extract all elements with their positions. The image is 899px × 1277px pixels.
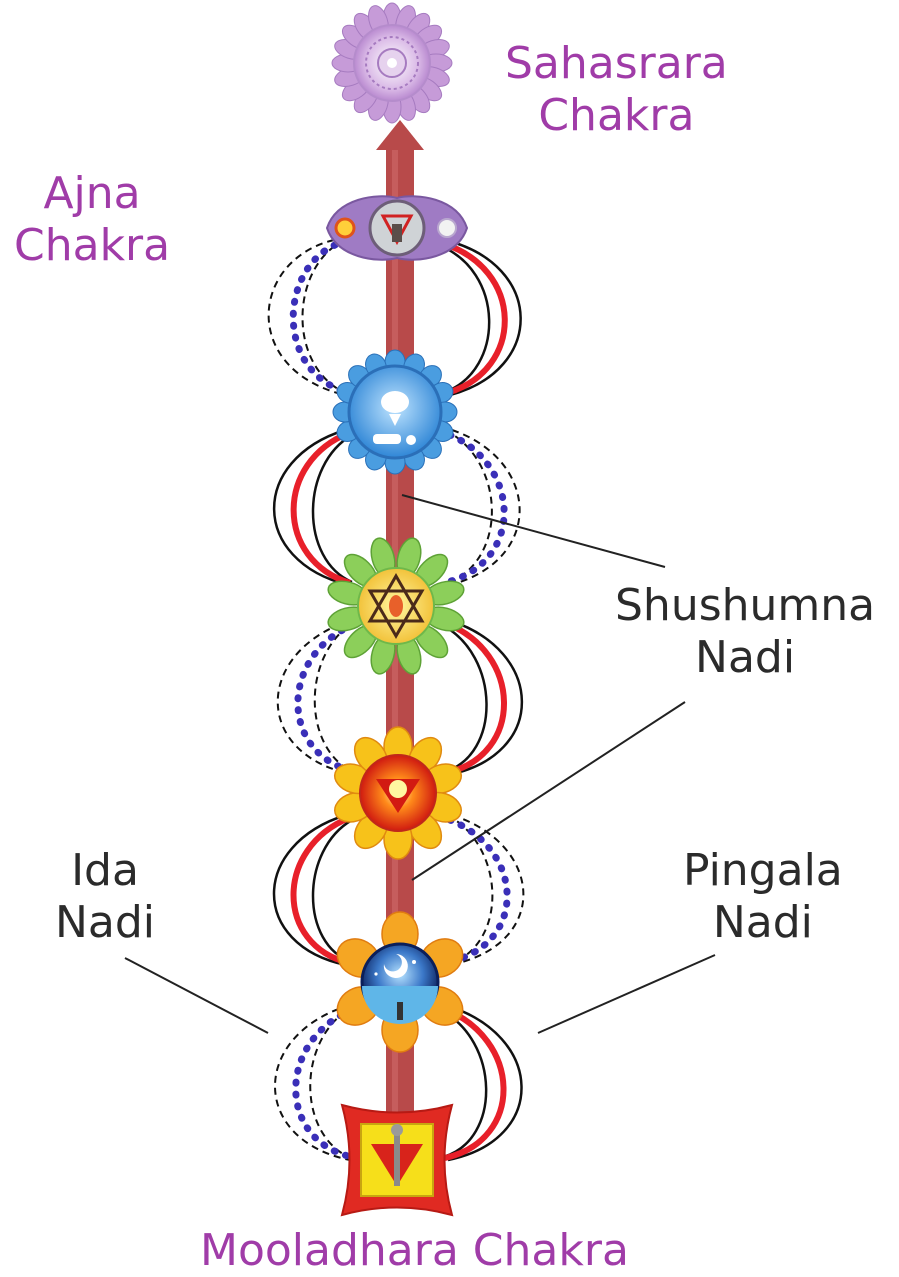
pingala-pointer [538,955,715,1033]
pingala-label-line1: Pingala [683,845,843,897]
ajna-icon [327,196,467,259]
shushumna-arrow-icon [376,120,424,150]
pingala-label: Pingala Nadi [683,845,843,949]
ida-label: Ida Nadi [55,845,155,949]
mooladhara-label-text: Mooladhara Chakra [200,1225,629,1277]
ajna-label-line2: Chakra [14,220,170,272]
sahasrara-label: Sahasrara Chakra [505,38,728,142]
mooladhara-icon [342,1105,452,1215]
swadhisthana-icon [330,912,469,1052]
shushumna-label: Shushumna Nadi [615,580,875,684]
pingala-label-line2: Nadi [683,897,843,949]
manipura-icon [331,727,465,859]
ida-label-line2: Nadi [55,897,155,949]
vishuddha-icon [333,350,457,474]
ida-label-line1: Ida [55,845,155,897]
sahasrara-label-line2: Chakra [505,90,728,142]
shushumna-label-line1: Shushumna [615,580,875,632]
ajna-label: Ajna Chakra [14,168,170,272]
sahasrara-lotus-icon [332,3,452,123]
shushumna-label-line2: Nadi [615,632,875,684]
sahasrara-label-line1: Sahasrara [505,38,728,90]
shushumna-pointer-lower [412,702,685,880]
ajna-label-line1: Ajna [14,168,170,220]
mooladhara-label: Mooladhara Chakra [200,1225,629,1277]
ida-pointer [125,958,268,1033]
